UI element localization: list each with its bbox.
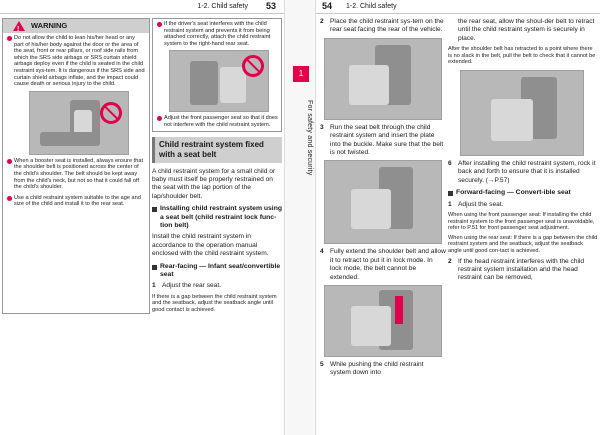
front-passenger-note: When using the front passenger seat: If … <box>448 212 595 232</box>
subheading-install: Installing child restraint system using … <box>152 205 282 230</box>
illustration-rock-restraint <box>460 70 584 156</box>
section-intro: A child restraint system for a small chi… <box>152 167 276 200</box>
warning-triangle-icon: ! <box>13 21 25 33</box>
illustration-place-restraint <box>324 37 442 120</box>
step-number: 2 <box>448 257 452 265</box>
step-number: 1 <box>152 282 156 290</box>
step-number: 6 <box>448 160 452 167</box>
warning-bullet-2: When a booster seat is installed, always… <box>5 158 146 191</box>
subheading-forward-facing: Forward-facing — Convert-ible seat <box>448 189 598 197</box>
prohibited-icon <box>100 101 122 124</box>
warning-title: WARNING <box>31 21 68 30</box>
left-page-column-2: If the driver's seat interferes with the… <box>152 18 282 314</box>
rear-seat-note: If there is a gap between the child rest… <box>152 293 277 314</box>
install-body: Install the child restraint system in ac… <box>152 233 269 258</box>
illustration-push-down <box>324 285 442 358</box>
step-5: 5 While pushing the child restraint syst… <box>320 361 446 378</box>
step-text: Fully extend the shoulder belt and allow… <box>330 248 446 281</box>
right-page-column-2: the rear seat, allow the shoul-der belt … <box>448 18 598 283</box>
step-number: 5 <box>320 361 324 369</box>
step-2: 2 Place the child restraint sys-tem on t… <box>320 18 446 35</box>
step-text: Adjust the rear seat. <box>162 282 222 290</box>
right-section-title: 1-2. Child safety <box>346 3 397 10</box>
left-page-number: 53 <box>265 1 276 11</box>
step-1-forward: 1 Adjust the seat. <box>448 201 598 209</box>
rear-seat-note-2: When using the rear seat: If there is a … <box>448 234 598 254</box>
illustration-child-leaning <box>29 90 129 155</box>
step-5-continued: the rear seat, allow the shoul-der belt … <box>458 18 595 42</box>
prohibited-icon <box>242 55 264 78</box>
warning-bullet-1: Do not allow the child to lean his/her h… <box>5 35 146 88</box>
illustration-buckle <box>324 160 442 245</box>
caution-box: If the driver's seat interferes with the… <box>152 18 282 132</box>
left-page-header: 1-2. Child safety 53 <box>0 0 284 14</box>
step-1: 1 Adjust the rear seat. <box>152 282 282 290</box>
step-text: Adjust the seat. <box>458 200 504 208</box>
step-number: 3 <box>320 123 324 131</box>
step-number: 4 <box>320 248 324 256</box>
right-page-header: 54 1-2. Child safety <box>316 0 600 14</box>
subheading-rear-facing: Rear-facing — Infant seat/convertible se… <box>152 263 282 280</box>
step-number: 2 <box>320 18 324 25</box>
step-3: 3 Run the seat belt through the child re… <box>320 124 446 158</box>
adjust-seat-bullet: Adjust the front passenger seat so that … <box>155 115 279 128</box>
step-text: Run the seat belt through the child rest… <box>330 123 444 157</box>
step-text: If the head restraint interferes with th… <box>458 257 585 282</box>
chapter-label: For safety and security <box>306 100 313 176</box>
warning-box: ! WARNING Do not allow the child to lean… <box>2 18 150 314</box>
illustration-front-seat <box>169 50 269 113</box>
step-text: While pushing the child restraint system… <box>330 361 424 377</box>
shoulder-belt-note: After the shoulder belt has retracted to… <box>448 46 596 66</box>
step-2-forward: 2 If the head restraint interferes with … <box>448 258 598 283</box>
arrow-down-icon <box>395 296 403 325</box>
step-number: 1 <box>448 200 452 208</box>
warning-bullet-3: Use a child restraint system suitable to… <box>5 195 146 208</box>
step-4: 4 Fully extend the shoulder belt and all… <box>320 248 446 282</box>
section-heading: Child restraint system fixed with a seat… <box>152 136 282 163</box>
chapter-number: 1 <box>293 66 309 82</box>
warning-header: ! WARNING <box>3 19 149 33</box>
chapter-side-tab: 1 For safety and security <box>284 0 316 435</box>
left-section-title: 1-2. Child safety <box>197 3 248 10</box>
step-text: Place the child restraint sys-tem on the… <box>330 18 444 34</box>
right-page-number: 54 <box>322 1 333 11</box>
right-page-column-1: 2 Place the child restraint sys-tem on t… <box>320 18 446 378</box>
step-text: After installing the child restraint sys… <box>458 160 596 184</box>
driver-seat-bullet: If the driver's seat interferes with the… <box>155 21 279 47</box>
step-6: 6 After installing the child restraint s… <box>448 160 598 185</box>
